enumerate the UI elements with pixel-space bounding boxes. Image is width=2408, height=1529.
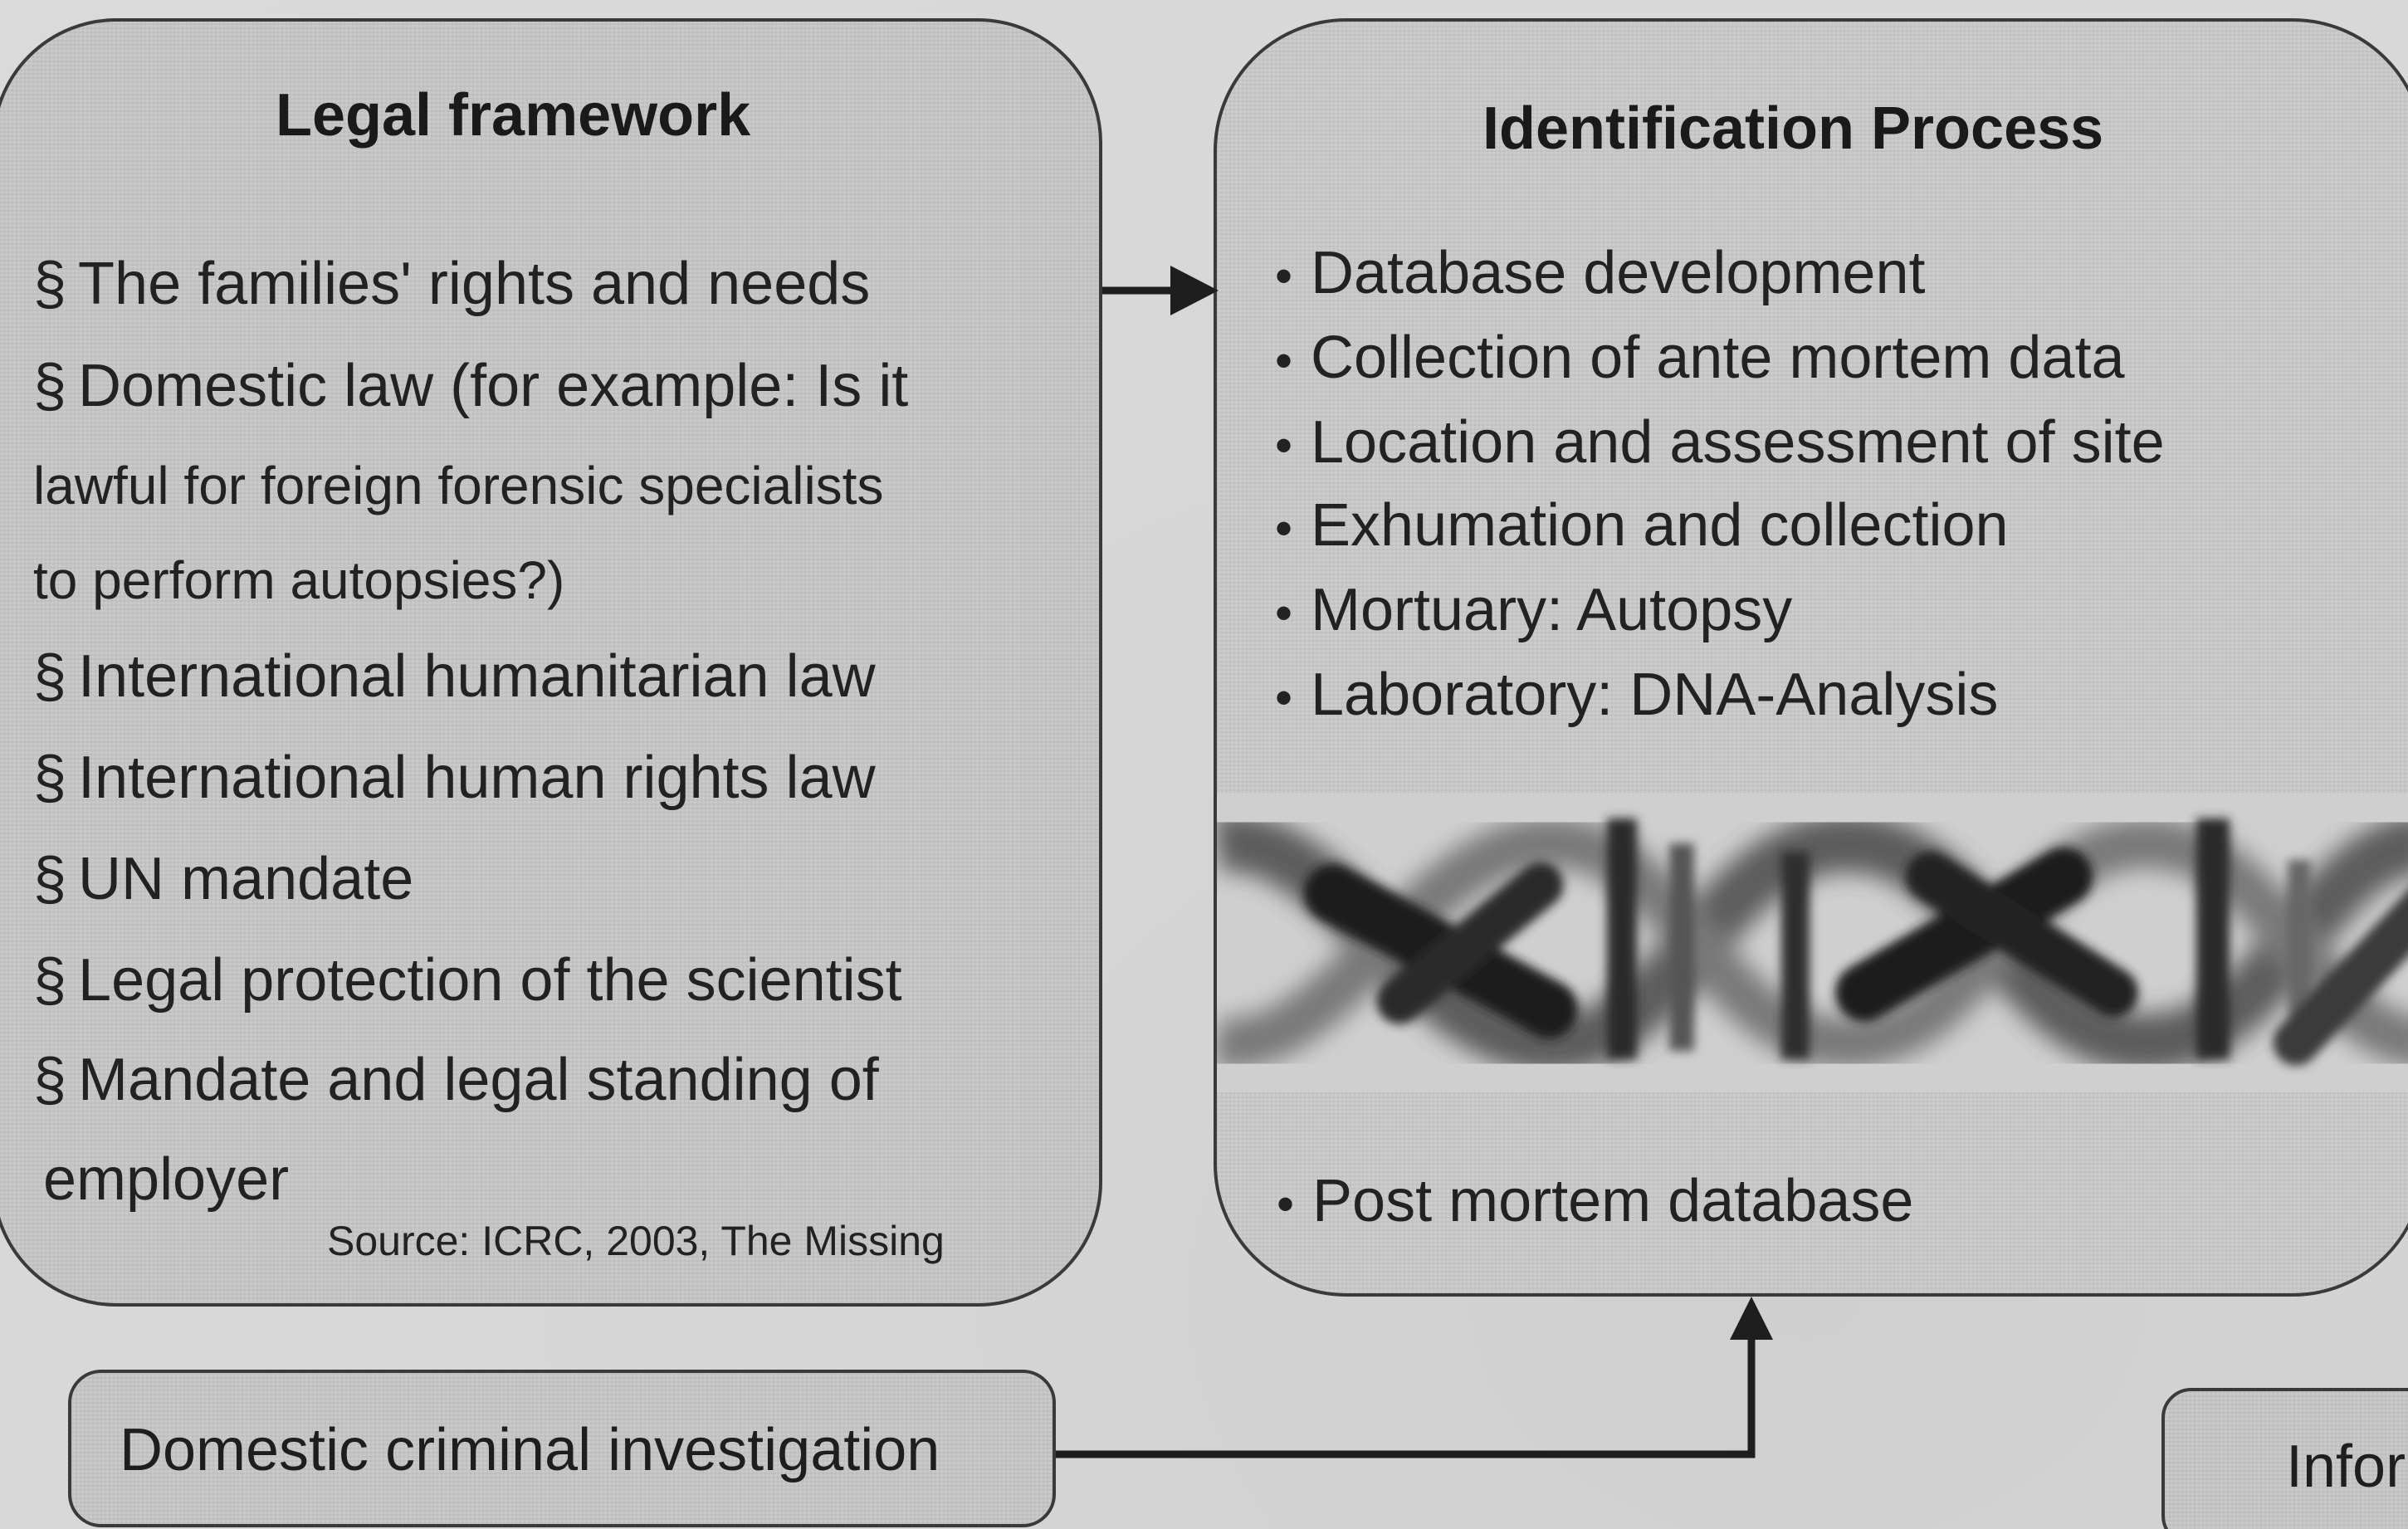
bullet-icon: • (1275, 585, 1293, 641)
legal-item-text: Domestic law (for example: Is it (78, 353, 909, 419)
section-symbol: § (33, 643, 67, 710)
bullet-icon: • (1275, 670, 1293, 725)
legal-item-text: The families' rights and needs (78, 251, 871, 317)
legal-item-domestic-law-cont-2: to perform autopsies?) (33, 550, 564, 611)
ident-item-database-development: • Database development (1275, 239, 1926, 307)
section-symbol: § (33, 947, 67, 1014)
ident-item-text: Exhumation and collection (1311, 492, 2009, 559)
section-symbol: § (33, 846, 67, 912)
legal-item-text: to perform autopsies?) (33, 550, 565, 610)
ident-item-text: Post mortem database (1312, 1168, 1914, 1234)
legal-framework-box: Legal framework §The families' rights an… (0, 18, 1102, 1307)
source-citation: Source: ICRC, 2003, The Missing (327, 1218, 945, 1264)
ident-item-text: Location and assessment of site (1311, 409, 2165, 476)
ident-item-mortuary: • Mortuary: Autopsy (1275, 576, 1792, 644)
identification-process-box: Identification Process • Database develop… (1214, 18, 2408, 1297)
domestic-investigation-label: Domestic criminal investigation (120, 1417, 940, 1483)
dna-helix-image (1217, 794, 2408, 1092)
ident-item-exhumation: • Exhumation and collection (1275, 491, 2009, 559)
legal-item-text: employer (43, 1146, 290, 1213)
section-symbol: § (33, 353, 67, 419)
information-box: Infor (2161, 1388, 2408, 1529)
legal-item-text: lawful for foreign forensic specialists (33, 456, 884, 515)
bullet-icon: • (1275, 333, 1293, 388)
section-symbol: § (33, 1047, 67, 1113)
ident-item-site-assessment: • Location and assessment of site (1275, 408, 2165, 476)
section-symbol: § (33, 745, 67, 811)
bullet-icon: • (1275, 501, 1293, 556)
bullet-icon: • (1275, 248, 1293, 304)
legal-framework-title: Legal framework (276, 82, 751, 149)
ident-item-text: Database development (1311, 240, 1926, 306)
legal-item-text: International humanitarian law (78, 643, 876, 710)
section-symbol: § (33, 251, 67, 317)
bullet-icon: • (1277, 1176, 1295, 1232)
legal-item-un-mandate: §UN mandate (33, 845, 413, 913)
legal-item-text: Mandate and legal standing of (78, 1047, 879, 1113)
legal-item-humanitarian-law: §International humanitarian law (33, 642, 876, 711)
domestic-to-identification-arrow (1056, 1297, 1773, 1458)
legal-item-employer-mandate-cont: employer (43, 1146, 289, 1214)
legal-item-domestic-law-cont-1: lawful for foreign forensic specialists (33, 455, 883, 516)
bullet-icon: • (1275, 418, 1293, 473)
legal-item-text: Legal protection of the scientist (78, 947, 902, 1014)
legal-to-identification-arrow (1102, 266, 1219, 315)
information-box-label: Infor (2286, 1434, 2406, 1500)
ident-item-ante-mortem: • Collection of ante mortem data (1275, 324, 2125, 392)
legal-item-text: UN mandate (78, 846, 414, 912)
legal-item-domestic-law: §Domestic law (for example: Is it (33, 352, 908, 420)
domestic-investigation-box: Domestic criminal investigation (68, 1370, 1056, 1527)
legal-item-employer-mandate: §Mandate and legal standing of (33, 1046, 879, 1114)
ident-item-text: Mortuary: Autopsy (1311, 577, 1793, 643)
ident-item-laboratory: • Laboratory: DNA-Analysis (1275, 661, 1998, 729)
ident-item-text: Laboratory: DNA-Analysis (1311, 662, 1999, 728)
legal-item-text: International human rights law (78, 745, 876, 811)
legal-item-families-rights: §The families' rights and needs (33, 250, 870, 318)
ident-item-text: Collection of ante mortem data (1311, 325, 2125, 391)
ident-item-post-mortem: • Post mortem database (1277, 1167, 1913, 1235)
legal-item-scientist-protection: §Legal protection of the scientist (33, 946, 902, 1014)
legal-item-human-rights-law: §International human rights law (33, 744, 876, 812)
identification-process-title: Identification Process (1482, 95, 2104, 162)
